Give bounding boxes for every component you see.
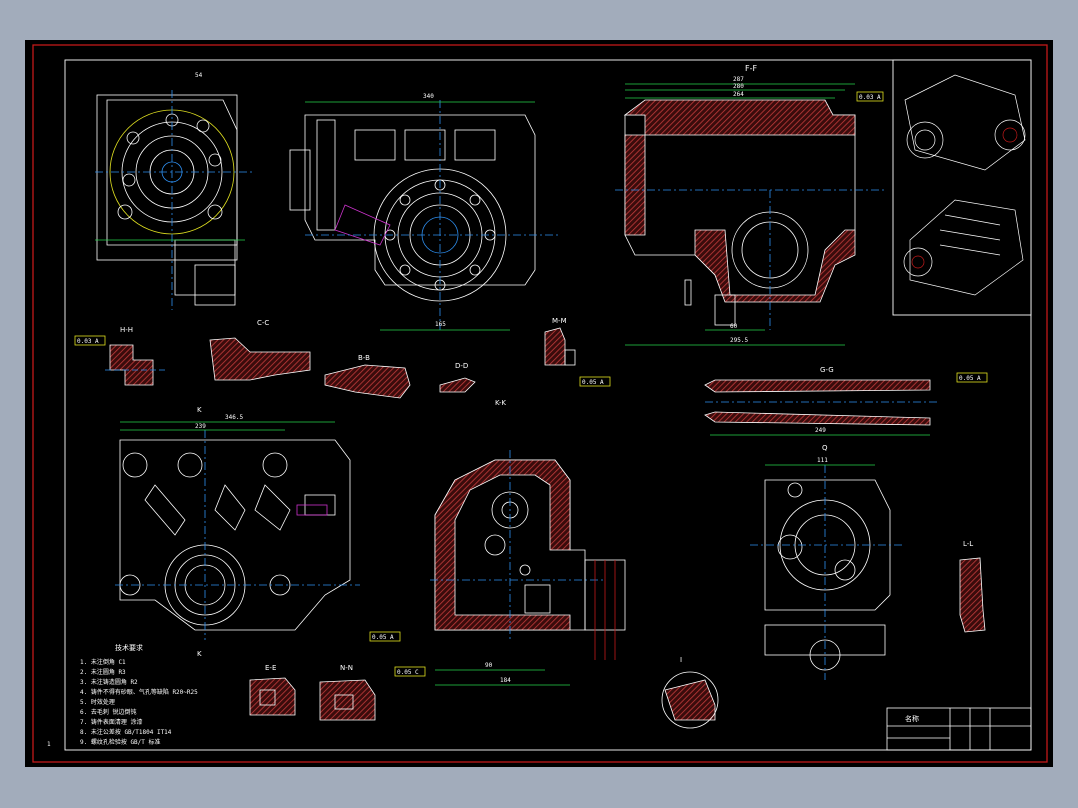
label-gg: G-G xyxy=(820,366,834,374)
view-section-cc xyxy=(209,337,311,381)
dim-q: 111 xyxy=(817,457,828,464)
view-section-hh xyxy=(105,344,165,386)
label-ee: E-E xyxy=(265,664,276,672)
note-line: 4. 铸件不得有砂眼、气孔等缺陷 R20~R25 xyxy=(80,688,198,696)
dim-ff-bottom: 295.5 xyxy=(730,337,748,344)
view-section-kk xyxy=(430,450,626,686)
label-nn: N-N xyxy=(340,664,353,672)
tolerance-gg-right: 0.05 A xyxy=(956,372,988,383)
dim-kk-90: 90 xyxy=(485,662,493,669)
svg-text:0.05 C: 0.05 C xyxy=(397,669,419,676)
note-line: 7. 铸件表面清理 涂漆 xyxy=(80,718,142,726)
note-line: 1. 未注倒角 C1 xyxy=(80,658,126,666)
note-line: 5. 时效处理 xyxy=(80,698,115,706)
svg-text:0.05 A: 0.05 A xyxy=(959,375,981,382)
dim-ff-4: 60 xyxy=(730,323,738,330)
label-k-top: K xyxy=(197,406,202,414)
notes-title: 技术要求 xyxy=(115,643,143,652)
label-ff: F-F xyxy=(745,64,757,73)
note-line: 6. 去毛刺 锐边倒钝 xyxy=(80,708,136,716)
label-kk: K-K xyxy=(495,399,506,407)
tolerance-ff-top: 0.03 A xyxy=(856,91,884,102)
label-ll: L-L xyxy=(963,540,973,548)
note-line: 2. 未注圆角 R3 xyxy=(80,668,126,676)
tolerance-mm: 0.05 A xyxy=(579,376,611,387)
svg-text:0.03 A: 0.03 A xyxy=(859,94,881,101)
dim-front-top: 340 xyxy=(423,93,434,100)
svg-text:0.05 A: 0.05 A xyxy=(582,379,604,386)
view-front xyxy=(289,100,560,331)
corner-mark: 1 xyxy=(47,741,51,748)
note-line: 9. 螺纹孔检验按 GB/T 标准 xyxy=(80,738,161,746)
render-3d-panel xyxy=(892,59,1032,316)
view-section-dd xyxy=(439,377,476,393)
label-bb: B-B xyxy=(358,354,370,362)
svg-text:0.03 A: 0.03 A xyxy=(77,338,99,345)
label-mm: M-M xyxy=(552,317,567,325)
dim-kk-bottom: 184 xyxy=(500,677,511,684)
outer-frame xyxy=(32,44,1048,763)
tolerance-kk-left: 0.05 A xyxy=(369,631,401,642)
view-section-mm xyxy=(544,327,576,366)
label-hh: H-H xyxy=(120,326,133,334)
dim-ff-3: 264 xyxy=(733,91,744,98)
dim-front-bottom: 165 xyxy=(435,321,446,328)
view-section-gg xyxy=(704,379,940,436)
note-line: 8. 未注公差按 GB/T1804 IT14 xyxy=(80,728,172,736)
dim-gg-len: 249 xyxy=(815,427,826,434)
dim-left-view: 54 xyxy=(195,72,203,79)
view-section-ee xyxy=(249,677,296,716)
label-i: I xyxy=(680,656,682,664)
note-line: 3. 未注铸造圆角 R2 xyxy=(80,678,138,686)
title-block xyxy=(886,707,1032,751)
view-q xyxy=(750,464,905,680)
label-dd: D-D xyxy=(455,362,468,370)
view-section-ll xyxy=(959,557,986,633)
label-cc: C-C xyxy=(257,319,269,327)
view-end-circular xyxy=(95,90,255,310)
dim-k-width: 346.5 xyxy=(225,414,243,421)
title-block-name: 名称 xyxy=(905,714,919,723)
view-section-ff xyxy=(615,83,885,346)
label-q: Q xyxy=(822,444,828,452)
svg-text:0.05 A: 0.05 A xyxy=(372,634,394,641)
dim-k-239: 239 xyxy=(195,423,206,430)
view-k xyxy=(115,421,360,640)
dim-ff-2: 280 xyxy=(733,83,744,90)
label-k-bottom: K xyxy=(197,650,202,658)
dim-ff-total: 287 xyxy=(733,76,744,83)
technical-notes: 技术要求 1. 未注倒角 C1 2. 未注圆角 R3 3. 未注铸造圆角 R2 … xyxy=(80,643,198,746)
drawing-sheet: 54 340 165 xyxy=(25,40,1053,767)
cad-drawing: 54 340 165 xyxy=(32,44,1048,763)
tolerance-h-left: 0.03 A xyxy=(74,335,106,346)
inner-frame xyxy=(64,59,1032,751)
view-section-nn xyxy=(319,679,376,721)
view-detail-i xyxy=(661,671,719,729)
tolerance-kk-bottom: 0.05 C xyxy=(394,666,426,677)
view-section-bb xyxy=(324,364,411,399)
